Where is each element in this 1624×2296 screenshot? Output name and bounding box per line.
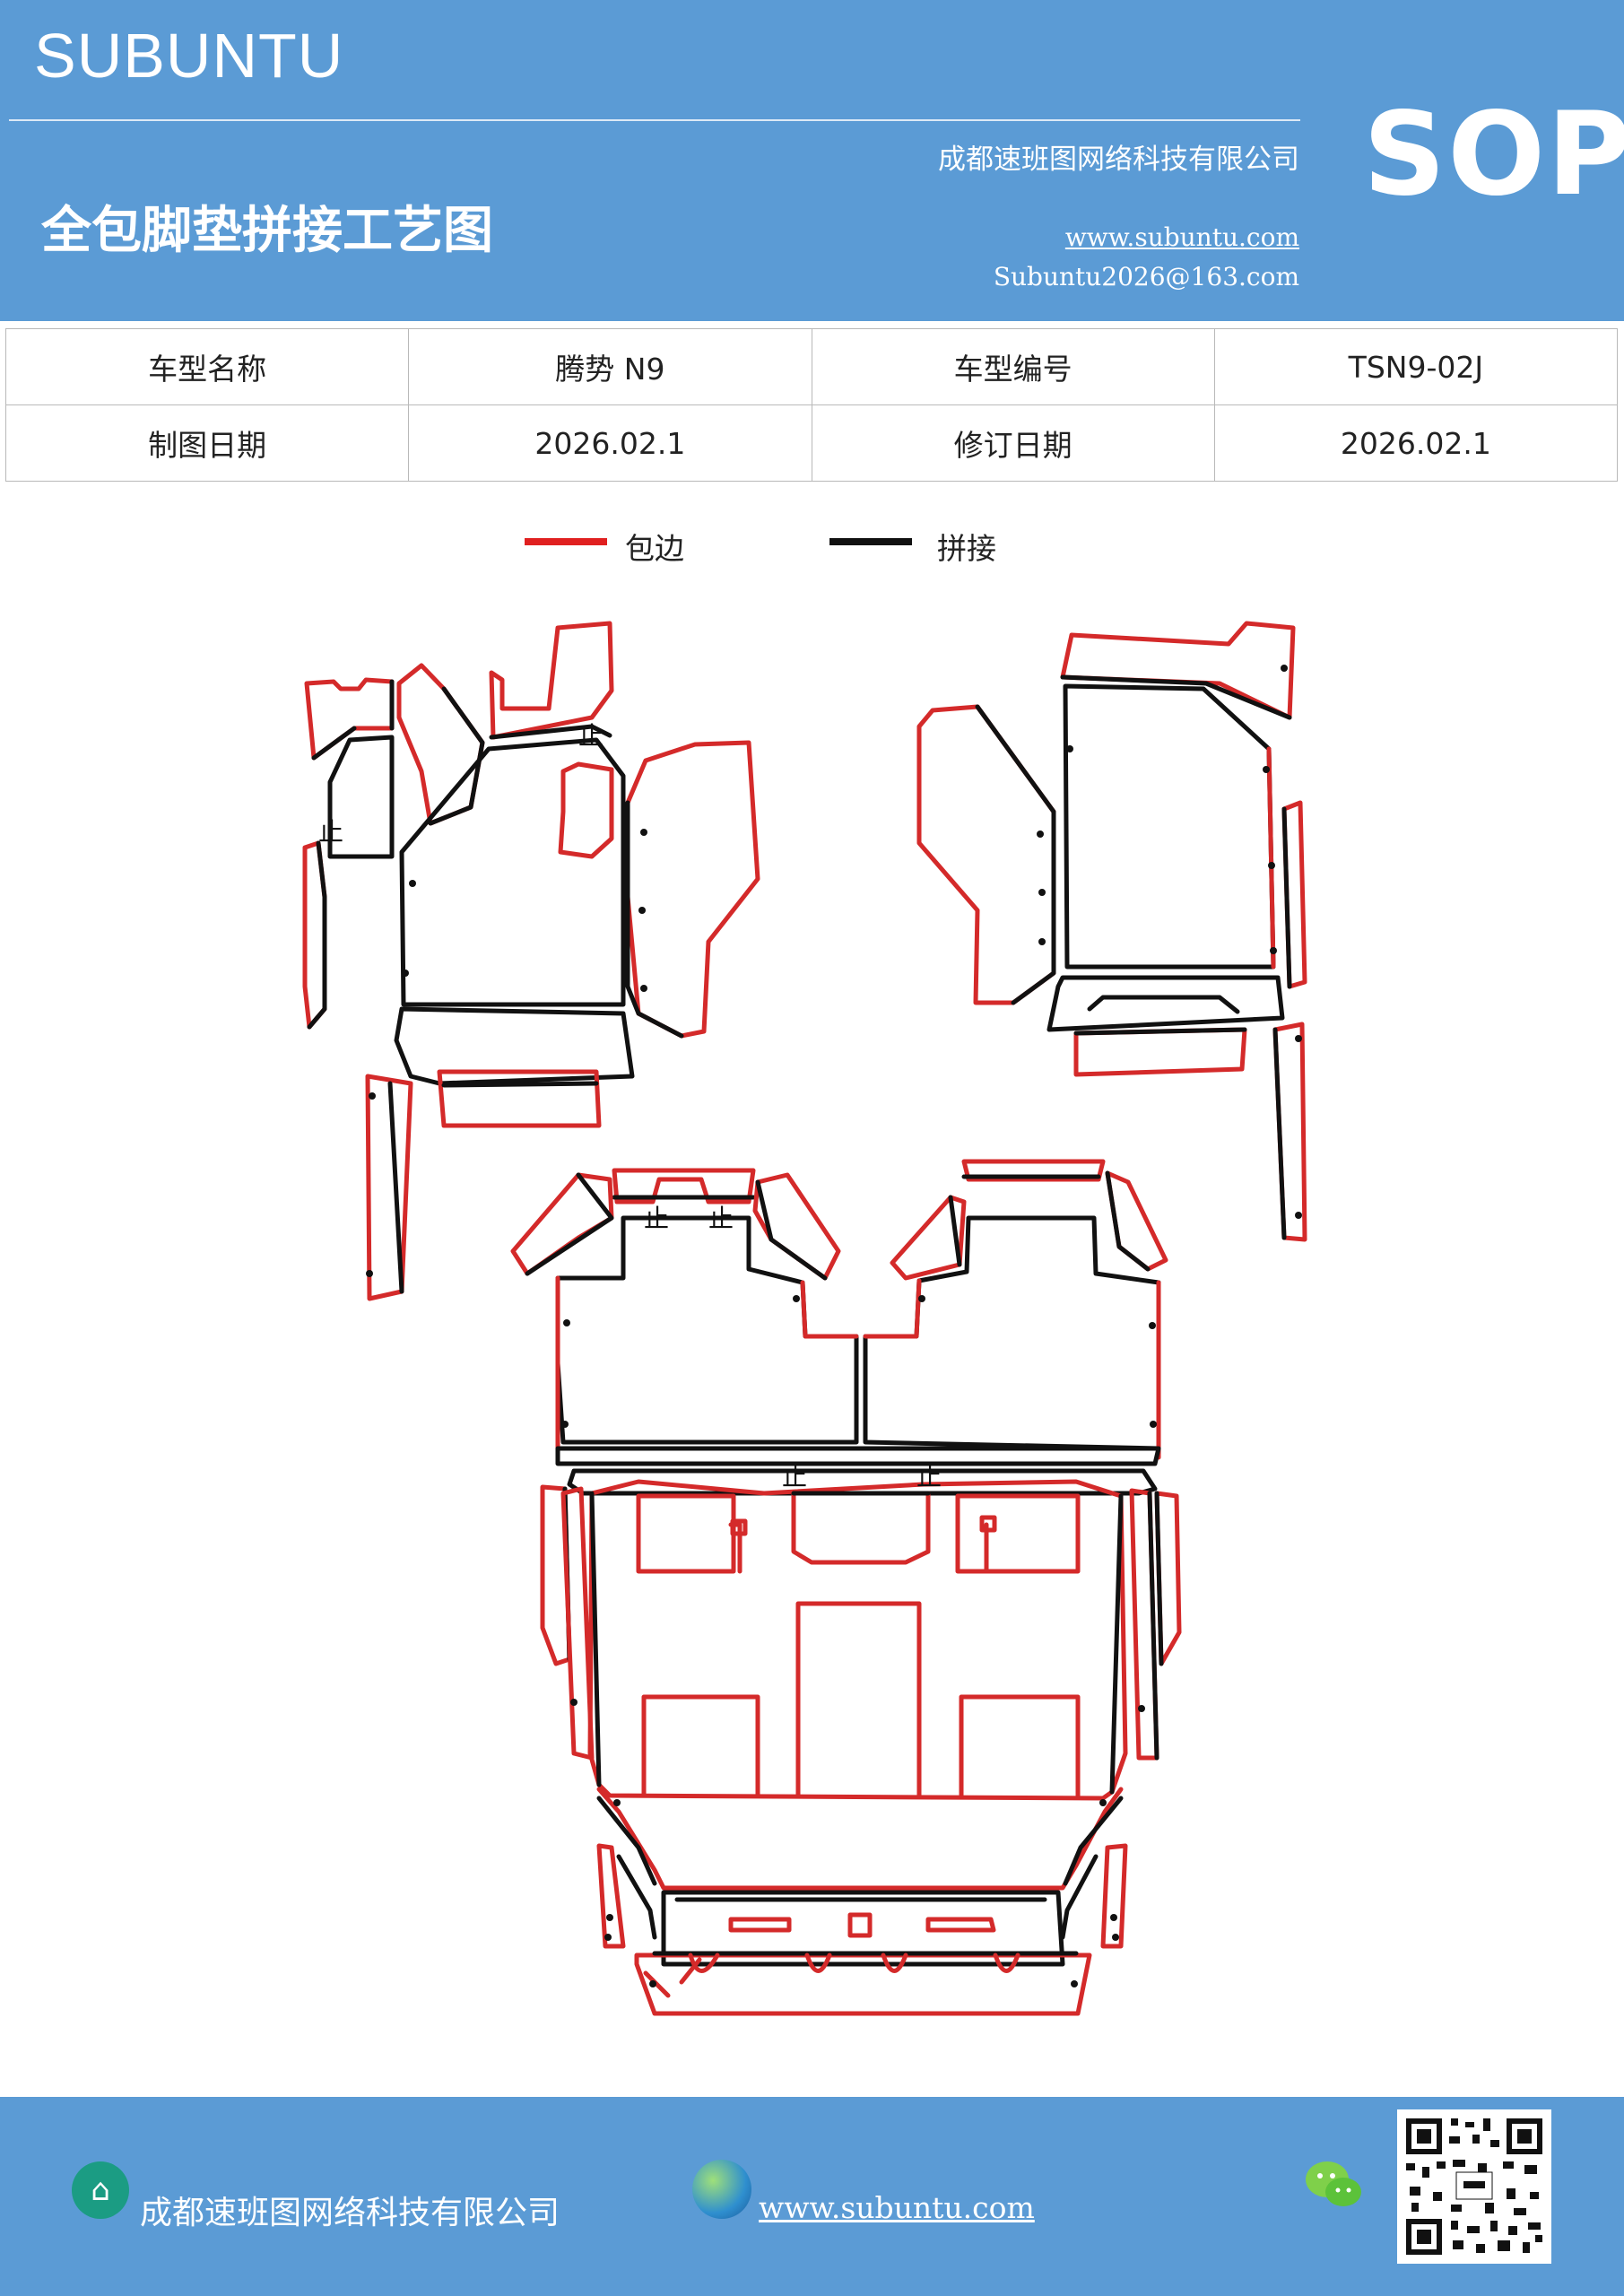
wechat-icon[interactable] xyxy=(1302,2158,1365,2212)
table-cell: 修订日期 xyxy=(811,404,1215,482)
legend-seam-swatch xyxy=(829,538,912,545)
table-cell: 车型编号 xyxy=(811,328,1215,405)
legend-seam-label: 拼接 xyxy=(937,531,996,566)
table-cell: 腾势 N9 xyxy=(408,328,812,405)
front-left-mat-group: 止 止 xyxy=(302,621,760,1301)
front-right-mat-group xyxy=(916,621,1307,1242)
footer-company-name: 成都速班图网络科技有限公司 xyxy=(140,2195,560,2231)
qr-code xyxy=(1397,2109,1551,2264)
globe-icon xyxy=(692,2160,751,2219)
stop-mark: 止 xyxy=(644,1204,669,1233)
header-banner: SUBUNTU SOP 成都速班图网络科技有限公司 全包脚垫拼接工艺图 www.… xyxy=(0,0,1624,321)
table-cell: 2026.02.1 xyxy=(1213,404,1619,482)
header-company-name: 成都速班图网络科技有限公司 xyxy=(938,144,1299,176)
footer-website-link[interactable]: www.subuntu.com xyxy=(759,2190,1035,2225)
table-row: 车型名称 腾势 N9 车型编号 TSN9-02J xyxy=(4,328,1619,405)
table-cell: 2026.02.1 xyxy=(408,404,812,482)
table-row: 制图日期 2026.02.1 修订日期 2026.02.1 xyxy=(4,404,1619,482)
info-table: 车型名称 腾势 N9 车型编号 TSN9-02J 制图日期 2026.02.1 … xyxy=(4,328,1619,482)
floor-mat-diagram: 止 止 xyxy=(302,621,1307,2016)
building-icon: ⌂ xyxy=(72,2161,129,2219)
table-cell: 车型名称 xyxy=(4,328,410,405)
legend-edge-swatch xyxy=(525,538,607,545)
header-website-link[interactable]: www.subuntu.com xyxy=(1064,222,1299,252)
brand-logo-text: SUBUNTU xyxy=(34,21,344,91)
table-cell: 制图日期 xyxy=(4,404,410,482)
header-divider xyxy=(9,119,1300,121)
stop-mark: 止 xyxy=(578,721,604,751)
legend-edge-label: 包边 xyxy=(625,531,684,566)
stop-mark: 止 xyxy=(916,1462,942,1492)
sop-label: SOP xyxy=(1363,88,1624,222)
second-row-mat-group: 止 止 xyxy=(510,1159,1168,1465)
table-cell: TSN9-02J xyxy=(1213,328,1619,405)
header-email: Subuntu2026@163.com xyxy=(993,262,1299,291)
rear-floor-mat-group: 止 止 xyxy=(540,1446,1182,2016)
page-title: 全包脚垫拼接工艺图 xyxy=(41,201,493,260)
stop-mark: 止 xyxy=(708,1204,734,1233)
stop-mark: 止 xyxy=(782,1462,807,1492)
stop-mark: 止 xyxy=(318,817,343,847)
